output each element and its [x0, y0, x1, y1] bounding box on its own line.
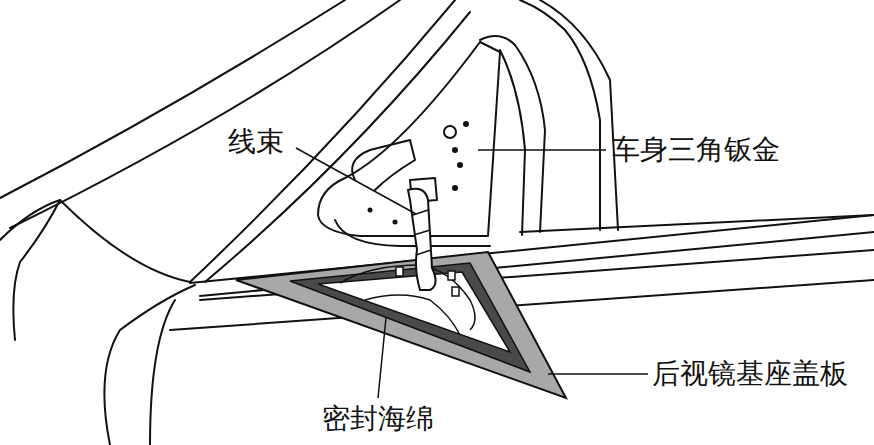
leader-line: [478, 149, 606, 151]
body-curve: [104, 285, 195, 445]
part-label: 密封海绵: [322, 403, 434, 435]
door-frame: [500, 50, 525, 235]
body-curve: [150, 300, 175, 445]
sheet-metal: [352, 140, 415, 190]
clip-tab: [452, 287, 459, 296]
door-frame: [540, 0, 618, 230]
clip-tab: [396, 267, 403, 276]
hole: [444, 126, 456, 138]
part-label: 车身三角钣金: [612, 134, 780, 166]
harness-wrap: [413, 210, 431, 255]
body-curve: [0, 0, 345, 198]
cover-opening: [318, 272, 510, 352]
leader-line: [548, 373, 648, 375]
clip-tab: [448, 271, 455, 280]
mirror-base-cover: [236, 252, 566, 398]
body-curve: [0, 200, 60, 340]
sheet-metal: [318, 42, 500, 236]
seal-sponge: [290, 263, 530, 372]
body-curve: [60, 200, 190, 282]
mount-outline: [340, 265, 475, 330]
leader-line: [378, 318, 386, 398]
mount-outline: [365, 295, 460, 335]
part-label: 线束: [228, 126, 284, 158]
door-frame: [520, 0, 600, 230]
body-curve: [10, 0, 400, 228]
wire-harness: [408, 189, 436, 290]
door-line: [520, 215, 874, 232]
part-label: 后视镜基座盖板: [652, 358, 848, 390]
leader-line: [296, 148, 416, 214]
